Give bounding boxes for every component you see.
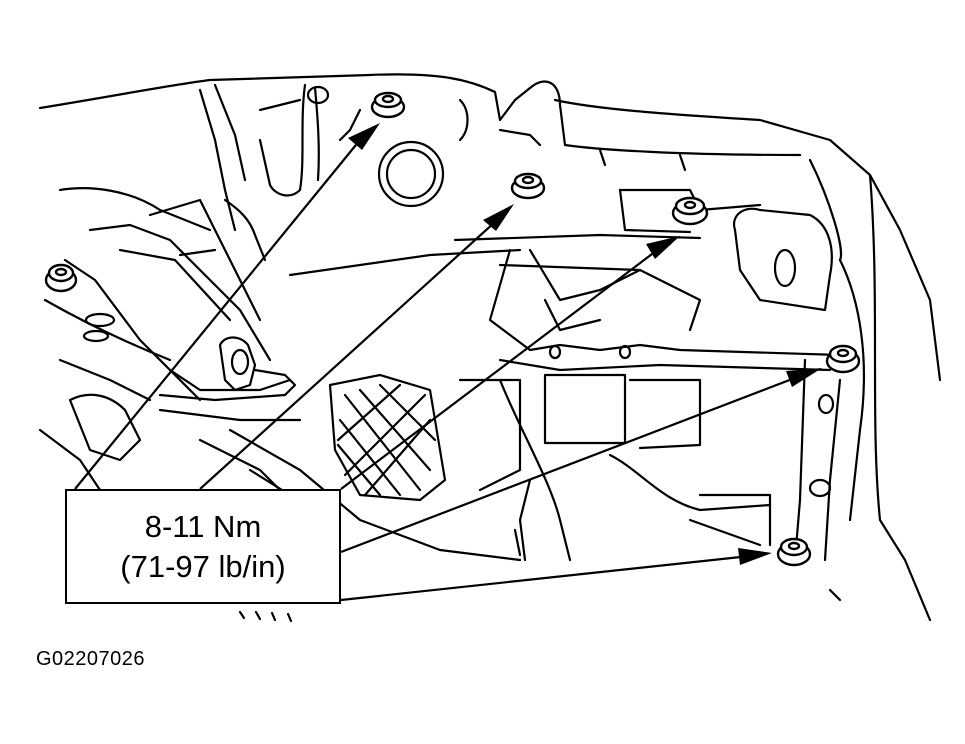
bolt-icon [510, 172, 546, 200]
leader-line [340, 554, 751, 602]
torque-metric: 8-11 Nm [144, 508, 262, 544]
bolt-icon [44, 263, 78, 293]
leader-line [74, 139, 361, 490]
bolt-icon [370, 91, 406, 119]
leader-line [340, 374, 801, 554]
leader-lines [74, 139, 801, 602]
torque-imperial: (71-97 lb/in) [120, 548, 286, 584]
engine-linework [38, 73, 942, 623]
arrow-icon [348, 123, 822, 565]
figure-id: G02207026 [36, 648, 146, 670]
leader-line [340, 247, 661, 490]
torque-callout: 8-11 Nm (71-97 lb/in) [65, 489, 341, 604]
bolt-icon [825, 344, 861, 374]
leader-line [199, 221, 496, 490]
bolt-icon [671, 196, 709, 226]
bolt-icon [776, 537, 812, 567]
